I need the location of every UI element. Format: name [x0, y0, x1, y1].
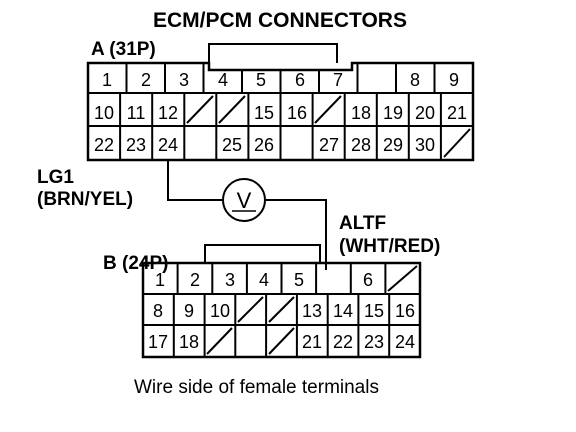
- pin-a-19: 19: [383, 103, 403, 123]
- pin-a-30: 30: [415, 135, 435, 155]
- pin-b-13: 13: [302, 301, 322, 321]
- connector-b-lock: [204, 244, 321, 263]
- pin-b-4: 4: [259, 270, 269, 290]
- connector-a-label: A (31P): [91, 39, 156, 60]
- wire-lg1-color: (BRN/YEL): [37, 189, 133, 210]
- voltmeter-symbol: V: [237, 188, 252, 213]
- pin-a-15: 15: [254, 103, 274, 123]
- pin-a-4: 4: [218, 70, 228, 90]
- pin-a-11: 11: [127, 103, 146, 123]
- pin-b-6: 6: [363, 270, 373, 290]
- pin-a-10: 10: [94, 103, 114, 123]
- pin-a-20: 20: [415, 103, 435, 123]
- wire-altf: [266, 199, 327, 270]
- pin-b-10: 10: [210, 301, 230, 321]
- connector-a-lock: [208, 43, 338, 63]
- pin-a-26: 26: [254, 135, 274, 155]
- wire-altf-name: ALTF: [339, 213, 386, 234]
- pin-a-1: 1: [102, 70, 112, 90]
- pin-a-28: 28: [351, 135, 371, 155]
- pin-b-3: 3: [225, 270, 235, 290]
- wire-altf-color: (WHT/RED): [339, 236, 440, 257]
- pin-b-8: 8: [153, 301, 163, 321]
- wire-lg1: [167, 160, 222, 201]
- pin-b-2: 2: [190, 270, 200, 290]
- pin-a-29: 29: [383, 135, 403, 155]
- diagram-title: ECM/PCM CONNECTORS: [153, 9, 407, 32]
- empty-cavity: [387, 265, 418, 292]
- pin-b-17: 17: [148, 332, 168, 352]
- connector-b-label: B (24P): [103, 253, 168, 274]
- connector-b-row-1: [143, 263, 420, 295]
- voltmeter-icon: V: [222, 178, 266, 222]
- pin-a-12: 12: [158, 103, 178, 123]
- connector-a-row-3: [119, 126, 471, 160]
- pin-b-18: 18: [179, 332, 199, 352]
- pin-a-7: 7: [333, 70, 343, 90]
- pin-b-16: 16: [395, 301, 415, 321]
- pin-a-16: 16: [287, 103, 307, 123]
- diagram-caption: Wire side of female terminals: [134, 377, 379, 398]
- connector-b-row-2: [143, 294, 420, 326]
- pin-a-21: 21: [447, 103, 467, 123]
- pin-a-2: 2: [141, 70, 151, 90]
- pin-b-22: 22: [333, 332, 353, 352]
- connector-b-row-3: [172, 325, 391, 357]
- pin-a-6: 6: [295, 70, 305, 90]
- pin-a-18: 18: [351, 103, 371, 123]
- empty-cavity: [314, 95, 342, 124]
- pin-b-24: 24: [395, 332, 415, 352]
- pin-a-25: 25: [222, 135, 242, 155]
- pin-a-22: 22: [94, 135, 114, 155]
- pin-a-3: 3: [179, 70, 189, 90]
- empty-cavity: [443, 128, 471, 158]
- pin-a-5: 5: [256, 70, 266, 90]
- pin-b-5: 5: [294, 270, 304, 290]
- pin-b-15: 15: [364, 301, 384, 321]
- pin-a-23: 23: [126, 135, 146, 155]
- empty-cavity: [218, 95, 246, 124]
- pin-a-24: 24: [158, 135, 178, 155]
- pin-b-21: 21: [302, 332, 322, 352]
- pin-b-14: 14: [333, 301, 353, 321]
- empty-cavity: [206, 327, 233, 355]
- pin-b-1: 1: [155, 270, 165, 290]
- empty-cavity: [186, 95, 214, 124]
- pin-a-27: 27: [319, 135, 339, 155]
- pin-a-9: 9: [449, 70, 459, 90]
- pin-b-9: 9: [184, 301, 194, 321]
- pin-a-8: 8: [410, 70, 420, 90]
- pin-b-23: 23: [364, 332, 384, 352]
- empty-cavity: [268, 296, 295, 323]
- empty-cavity: [237, 296, 264, 323]
- empty-cavity: [268, 327, 295, 355]
- wire-lg1-name: LG1: [37, 167, 74, 188]
